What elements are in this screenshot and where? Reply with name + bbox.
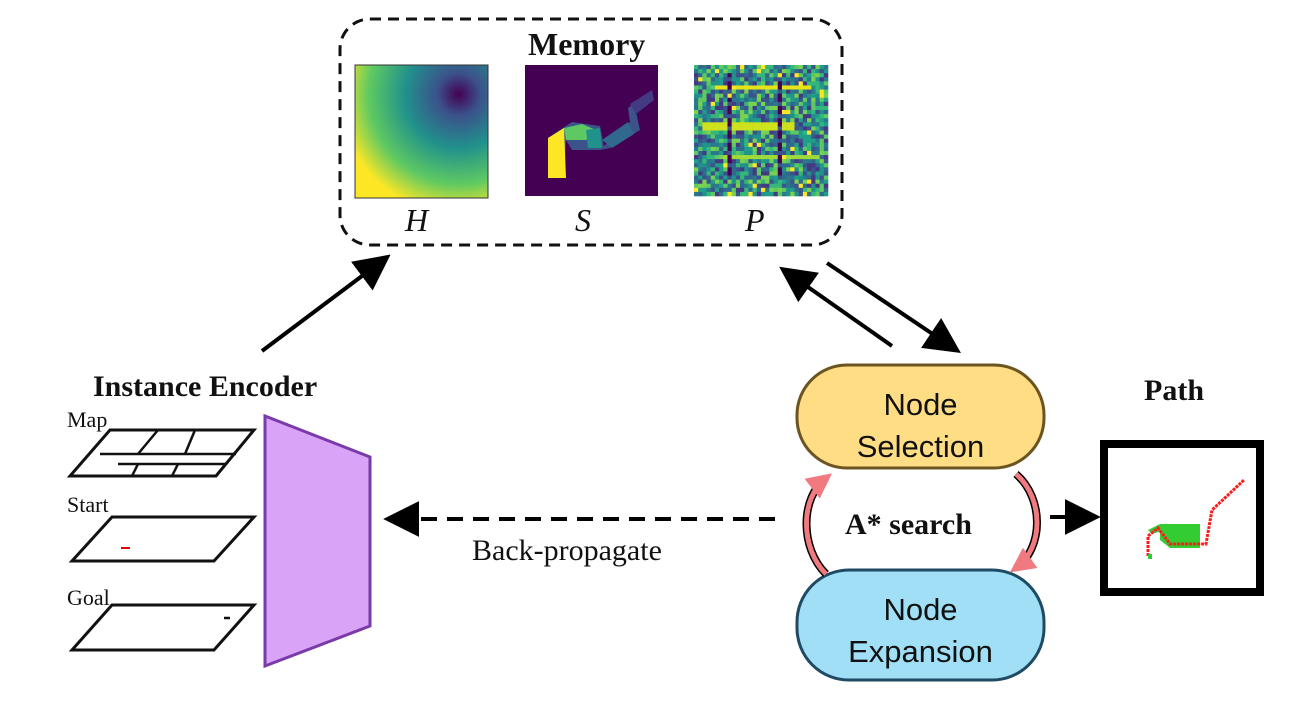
node-selection-label: Node Selection — [856, 387, 985, 464]
map-layer — [66, 428, 258, 478]
back-propagate-label: Back-propagate — [472, 534, 662, 567]
arrow-selection-to-memory — [779, 266, 894, 348]
memory-container — [338, 17, 844, 247]
node-expansion-label: Node Expansion — [848, 592, 993, 669]
layer-label-map: Map — [67, 407, 108, 432]
encoder-block — [263, 413, 372, 669]
goal-layer — [68, 603, 258, 652]
astar-label: A* search — [845, 508, 972, 541]
encoder-title: Instance Encoder — [93, 370, 318, 403]
node-selection-block — [795, 363, 1046, 470]
node-expansion-block — [795, 568, 1046, 682]
map-label-p: P — [745, 202, 765, 238]
map-label-h: H — [405, 202, 429, 238]
heuristic-map — [354, 64, 489, 199]
path-title: Path — [1144, 374, 1204, 407]
arrow-memory-to-selection — [825, 261, 961, 354]
cost-map — [694, 65, 829, 197]
map-label-s: S — [575, 202, 591, 238]
layer-label-start: Start — [67, 492, 109, 517]
arrow-encoder-to-memory — [260, 254, 391, 353]
search-history-map — [525, 65, 658, 196]
memory-title: Memory — [528, 26, 646, 62]
path-result — [1100, 440, 1264, 596]
layer-label-goal: Goal — [67, 585, 110, 610]
start-layer — [68, 515, 258, 563]
